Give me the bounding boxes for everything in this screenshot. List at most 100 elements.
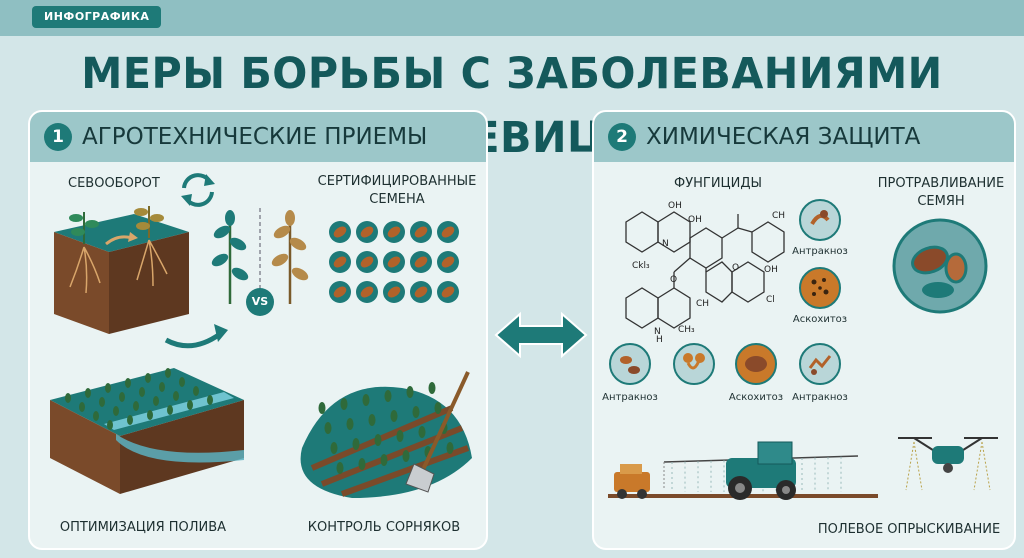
seed-disc	[356, 221, 378, 243]
fungicide-molecule-diagram: OH OH CH N Ckl₃ O CH N H CH₃ O OH Cl	[625, 201, 785, 345]
crop-plant	[187, 400, 193, 410]
crop-plant	[119, 392, 125, 402]
weed-plant	[358, 458, 366, 470]
seed-disc	[437, 221, 459, 243]
certified-seeds-label-line2: СЕМЕНА	[369, 192, 425, 207]
ch3-b-text: CH	[696, 299, 709, 309]
anthracnose-icon-bottom2	[799, 343, 841, 385]
crop-rotation-label: СЕВООБОРОТ	[68, 176, 160, 191]
weed-plant	[446, 442, 454, 454]
fungus-spore-icon	[673, 343, 715, 385]
weed-plant	[330, 442, 338, 454]
certified-seeds-grid	[329, 221, 459, 303]
weed-plant	[434, 402, 442, 414]
cl-text: Cl	[766, 295, 775, 305]
ascochyta-icon-top	[799, 267, 841, 309]
crop-plant	[207, 395, 213, 405]
seed-disc	[356, 251, 378, 273]
ch3-a-text: CH	[772, 211, 785, 221]
weed-plant	[324, 422, 332, 434]
crop-plant	[193, 386, 199, 396]
panel-number-2: 2	[608, 123, 636, 151]
seed-disc	[329, 251, 351, 273]
irrigation-field-illustration	[50, 368, 244, 494]
crop-plant	[133, 401, 139, 411]
infographic-badge: ИНФОГРАФИКА	[32, 6, 162, 28]
disease-label-top2: Аскохитоз	[792, 314, 848, 325]
crop-plant	[99, 397, 105, 407]
ch3-c-text: CH₃	[678, 325, 695, 335]
curved-arrow-icon	[164, 324, 228, 349]
disease-label-bottom3: Антракноз	[792, 392, 848, 403]
crop-plant	[105, 383, 111, 393]
fungicides-label: ФУНГИЦИДЫ	[674, 176, 762, 191]
seed-disc	[437, 281, 459, 303]
agrotechnical-panel: 1 АГРОТЕХНИЧЕСКИЕ ПРИЕМЫ СЕВООБОРОТ	[28, 110, 488, 550]
crop-plant	[145, 373, 151, 383]
seed-disc	[329, 221, 351, 243]
weed-plant	[390, 410, 398, 422]
weed-plant	[406, 386, 414, 398]
top-bar	[0, 0, 1024, 36]
treated-seeds-icon	[892, 218, 988, 314]
chemical-panel-header: 2 ХИМИЧЕСКАЯ ЗАЩИТА	[594, 112, 1014, 162]
rotation-arrows-icon	[181, 173, 215, 207]
chemical-title: ХИМИЧЕСКАЯ ЗАЩИТА	[646, 124, 921, 150]
crop-plant	[125, 378, 131, 388]
seed-disc	[410, 221, 432, 243]
crop-plant	[165, 368, 171, 378]
agrotechnical-title: АГРОТЕХНИЧЕСКИЕ ПРИЕМЫ	[82, 124, 428, 150]
crop-plant	[179, 377, 185, 387]
weed-plant	[412, 406, 420, 418]
field-spraying-label: ПОЛЕВОЕ ОПРЫСКИВАНИЕ	[817, 522, 1001, 537]
crop-plant	[139, 387, 145, 397]
seed-disc	[329, 281, 351, 303]
seed-disc	[383, 281, 405, 303]
weed-plant	[380, 454, 388, 466]
crop-plant	[65, 393, 71, 403]
weed-plant	[428, 382, 436, 394]
oh-1-text: OH	[668, 201, 682, 211]
crop-plant	[147, 410, 153, 420]
n-2-text: N	[654, 327, 661, 337]
page-title: МЕРЫ БОРЬБЫ С ЗАБОЛЕВАНИЯМИ ЧЕЧЕВИЦЫ	[81, 49, 943, 163]
plant-comparison-illustration	[211, 208, 309, 308]
crop-plant	[85, 388, 91, 398]
agrotechnical-panel-header: 1 АГРОТЕХНИЧЕСКИЕ ПРИЕМЫ	[30, 112, 486, 162]
crop-plant	[113, 406, 119, 416]
double-arrow-icon	[494, 311, 588, 359]
weed-plant	[384, 390, 392, 402]
weed-plant	[318, 402, 326, 414]
weed-plant	[418, 426, 426, 438]
irrigation-label: ОПТИМИЗАЦИЯ ПОЛИВА	[59, 520, 227, 535]
seed-disc	[410, 251, 432, 273]
seed-treatment-label-line2: СЕМЯН	[917, 194, 965, 209]
crop-plant	[107, 420, 113, 430]
crop-plant	[167, 405, 173, 415]
o-2-text: O	[732, 263, 739, 273]
crop-plant	[93, 411, 99, 421]
panel-number-1: 1	[44, 123, 72, 151]
disease-label-bottom2: Аскохитоз	[728, 392, 784, 403]
weed-control-label: КОНТРОЛЬ СОРНЯКОВ	[307, 520, 461, 535]
weed-plant	[336, 462, 344, 474]
ascochyta-icon-bottom	[735, 343, 777, 385]
n-1-text: N	[662, 239, 669, 249]
crop-plant	[127, 415, 133, 425]
crop-plant	[79, 402, 85, 412]
crop-plant	[173, 391, 179, 401]
weed-plant	[402, 450, 410, 462]
seed-disc	[383, 221, 405, 243]
certified-seeds-label-line1: СЕРТИФИЦИРОВАННЫЕ	[317, 174, 477, 189]
oh-2-text: OH	[688, 215, 702, 225]
weed-plant	[346, 418, 354, 430]
spraying-drone-illustration	[898, 437, 998, 491]
weed-control-illustration	[300, 371, 472, 498]
weed-plant	[362, 394, 370, 406]
disease-label-top1: Антракноз	[792, 246, 848, 257]
anthracnose-icon-top	[799, 199, 841, 241]
weed-plant	[374, 434, 382, 446]
crop-plant	[153, 396, 159, 406]
weed-plant	[352, 438, 360, 450]
weed-plant	[396, 430, 404, 442]
